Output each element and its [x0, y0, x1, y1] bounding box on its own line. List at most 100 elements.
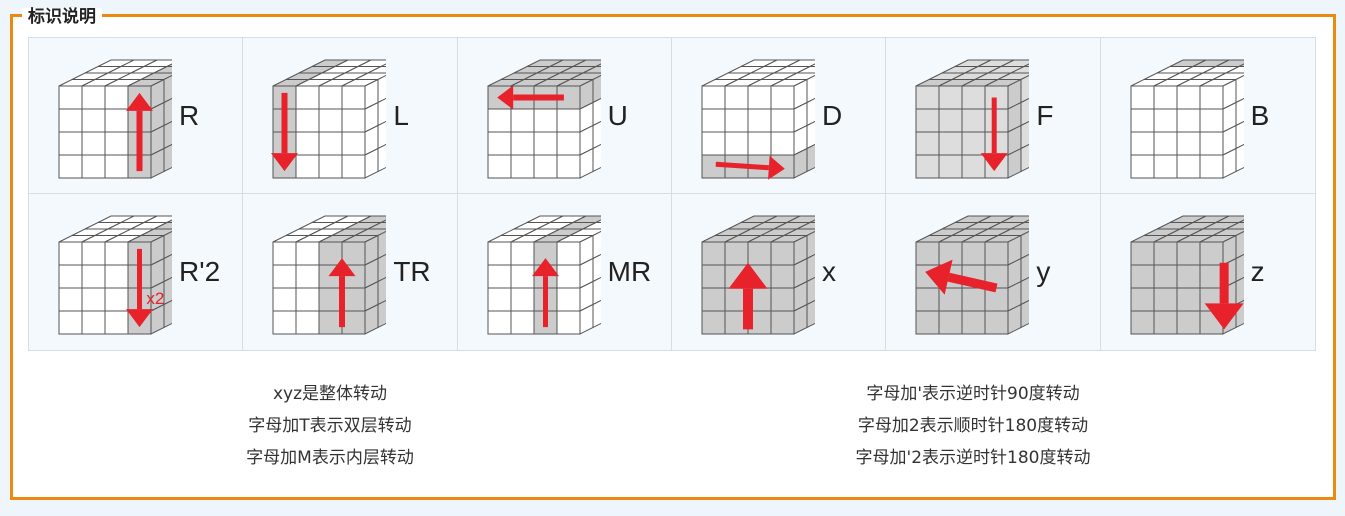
front-sticker: [104, 131, 129, 156]
front-sticker: [938, 310, 963, 335]
side-sticker: [377, 299, 387, 329]
top-sticker: [786, 215, 815, 223]
front-sticker: [341, 310, 366, 335]
front-sticker: [938, 108, 963, 133]
move-cell-r-prime-2: x2 R'2: [29, 194, 244, 350]
top-sticker: [153, 66, 172, 74]
arrow-mark: [925, 259, 998, 295]
front-sticker: [58, 287, 83, 312]
front-sticker: [915, 108, 940, 133]
cube-mr-icon: [487, 215, 601, 335]
side-sticker: [806, 276, 815, 306]
front-sticker: [295, 131, 320, 156]
move-cell-u: U: [457, 38, 672, 194]
front-sticker: [961, 85, 986, 110]
front-sticker: [318, 310, 343, 335]
front-sticker: [510, 154, 535, 179]
front-sticker: [1199, 264, 1224, 289]
side-sticker: [377, 97, 387, 127]
side-sticker: [806, 97, 815, 127]
front-sticker: [984, 287, 1009, 312]
front-sticker: [295, 287, 320, 312]
side-sticker: [1235, 253, 1244, 283]
front-sticker: [533, 154, 558, 179]
front-sticker: [295, 241, 320, 266]
top-sticker: [1215, 59, 1244, 67]
side-sticker: [163, 253, 172, 283]
top-sticker: [1212, 228, 1244, 236]
front-sticker: [341, 241, 366, 266]
front-sticker: [487, 310, 512, 335]
side-sticker: [377, 230, 387, 260]
front-sticker: [1176, 310, 1201, 335]
side-sticker: [1235, 97, 1244, 127]
front-sticker: [770, 108, 795, 133]
top-sticker: [1011, 222, 1030, 230]
front-sticker: [1153, 131, 1178, 156]
move-cell-l: L: [243, 38, 458, 194]
front-sticker: [318, 108, 343, 133]
top-sticker: [1001, 59, 1030, 67]
side-sticker: [1020, 120, 1030, 150]
note-line: 字母加'表示逆时针90度转动: [866, 384, 1080, 404]
front-sticker: [341, 154, 366, 179]
front-sticker: [295, 264, 320, 289]
side-sticker: [1020, 230, 1030, 260]
cube-u-icon: [487, 59, 601, 179]
move-cell-mr: MR: [458, 194, 672, 350]
front-sticker: [1153, 108, 1178, 133]
side-sticker: [1235, 120, 1244, 150]
front-sticker: [487, 287, 512, 312]
front-sticker: [318, 241, 343, 266]
front-sticker: [1176, 241, 1201, 266]
front-sticker: [487, 108, 512, 133]
arrow-mark: [728, 262, 768, 330]
front-sticker: [81, 108, 106, 133]
move-cell-d: D: [671, 38, 887, 194]
front-sticker: [984, 241, 1009, 266]
front-sticker: [104, 108, 129, 133]
cube-y-icon: [915, 215, 1030, 335]
move-label: MR: [607, 256, 652, 287]
front-sticker: [1176, 131, 1201, 156]
side-sticker: [163, 230, 172, 260]
front-sticker: [81, 264, 106, 289]
front-sticker: [938, 85, 963, 110]
front-sticker: [556, 154, 581, 179]
front-sticker: [295, 108, 320, 133]
front-sticker: [58, 131, 83, 156]
side-sticker: [163, 299, 172, 329]
front-sticker: [915, 310, 940, 335]
front-sticker: [1130, 85, 1155, 110]
top-sticker: [796, 222, 815, 230]
side-sticker: [1235, 276, 1244, 306]
notes-left: xyz是整体转动 字母加T表示双层转动 字母加M表示内层转动: [130, 378, 530, 474]
top-sticker: [1024, 219, 1030, 223]
front-sticker: [770, 241, 795, 266]
front-sticker: [533, 131, 558, 156]
front-sticker: [510, 241, 535, 266]
top-sticker: [1215, 215, 1244, 223]
top-sticker: [153, 222, 172, 230]
note-line: 字母加M表示内层转动: [246, 448, 414, 468]
top-sticker: [809, 63, 815, 67]
front-sticker: [724, 241, 749, 266]
side-sticker: [806, 253, 815, 283]
front-sticker: [1130, 108, 1155, 133]
top-sticker: [140, 72, 172, 80]
move-label: x: [821, 256, 836, 287]
side-sticker: [1235, 230, 1244, 260]
side-sticker: [377, 74, 387, 104]
front-sticker: [1176, 154, 1201, 179]
side-sticker: [163, 276, 172, 306]
front-sticker: [81, 287, 106, 312]
front-sticker: [724, 131, 749, 156]
move-label: F: [1036, 99, 1054, 131]
front-sticker: [58, 85, 83, 110]
top-sticker: [796, 66, 815, 74]
front-sticker: [295, 85, 320, 110]
front-sticker: [533, 108, 558, 133]
front-sticker: [556, 287, 581, 312]
side-sticker: [377, 143, 387, 173]
front-sticker: [81, 85, 106, 110]
